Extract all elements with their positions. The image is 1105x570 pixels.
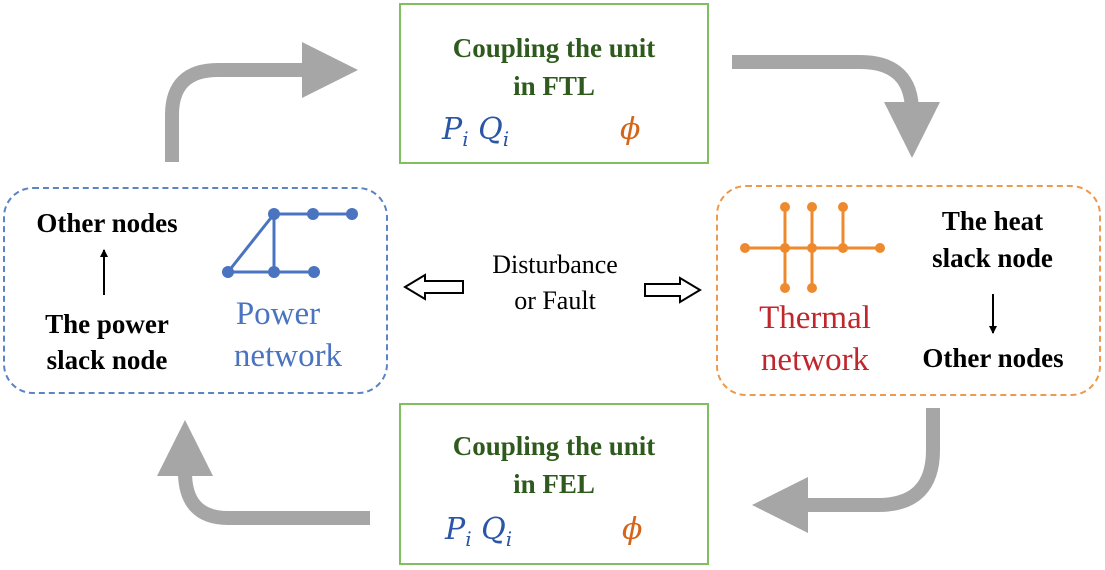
thermal-node	[807, 283, 817, 293]
thermal-network-label-line1: Thermal	[759, 300, 871, 336]
power-node	[346, 208, 358, 220]
ftl-power-vars: Pi Qi	[442, 112, 510, 151]
thermal-node	[780, 243, 790, 253]
thermal-network-graph	[740, 202, 885, 293]
power-node	[308, 266, 320, 278]
fel-coupling-box: Coupling the unit in FEL	[399, 403, 709, 565]
ftl-heat-var: ϕ	[620, 112, 641, 147]
fel-title-line1: Coupling the unit	[452, 431, 656, 461]
fel-heat-var: ϕ	[622, 512, 643, 547]
thermal-network-label-line2: network	[760, 342, 870, 378]
thermal-network-box	[716, 185, 1101, 396]
cycle-arrow-top-left	[165, 42, 358, 162]
power-slack-line2: slack node	[46, 345, 168, 375]
thermal-node	[875, 243, 885, 253]
thermal-node	[838, 243, 848, 253]
thermal-node	[780, 202, 790, 212]
ftl-title-line1: Coupling the unit	[452, 33, 656, 63]
thermal-node	[780, 283, 790, 293]
thermal-other-nodes: Other nodes	[922, 343, 1064, 373]
disturbance-label-line2: or Fault	[514, 286, 596, 315]
thermal-node	[740, 243, 750, 253]
heat-slack-line2: slack node	[932, 243, 1053, 273]
heat-slack-line1: The heat	[941, 206, 1044, 236]
power-node	[268, 208, 280, 220]
cycle-arrow-bottom-right	[752, 408, 940, 533]
hollow-arrow-left	[403, 273, 464, 301]
thermal-node	[807, 243, 817, 253]
power-slack-line1: The power	[45, 309, 169, 339]
power-network-graph	[222, 208, 358, 278]
power-node	[268, 266, 280, 278]
disturbance-label-line1: Disturbance	[492, 250, 618, 279]
cycle-arrow-top-right	[732, 55, 940, 158]
ftl-title-line2: in FTL	[513, 71, 595, 101]
ftl-coupling-box: Coupling the unit in FTL	[399, 3, 709, 164]
thermal-node	[838, 202, 848, 212]
power-network-label-line1: Power	[235, 296, 321, 332]
thermal-node	[807, 202, 817, 212]
cycle-arrow-bottom-left	[157, 420, 370, 525]
power-node	[307, 208, 319, 220]
power-node	[222, 266, 234, 278]
power-network-label-line2: network	[233, 338, 343, 374]
power-network-box	[3, 187, 388, 394]
fel-power-vars: Pi Qi	[445, 512, 513, 551]
fel-title-line2: in FEL	[513, 469, 595, 499]
power-other-nodes: Other nodes	[36, 208, 178, 238]
hollow-arrow-right	[644, 276, 702, 304]
